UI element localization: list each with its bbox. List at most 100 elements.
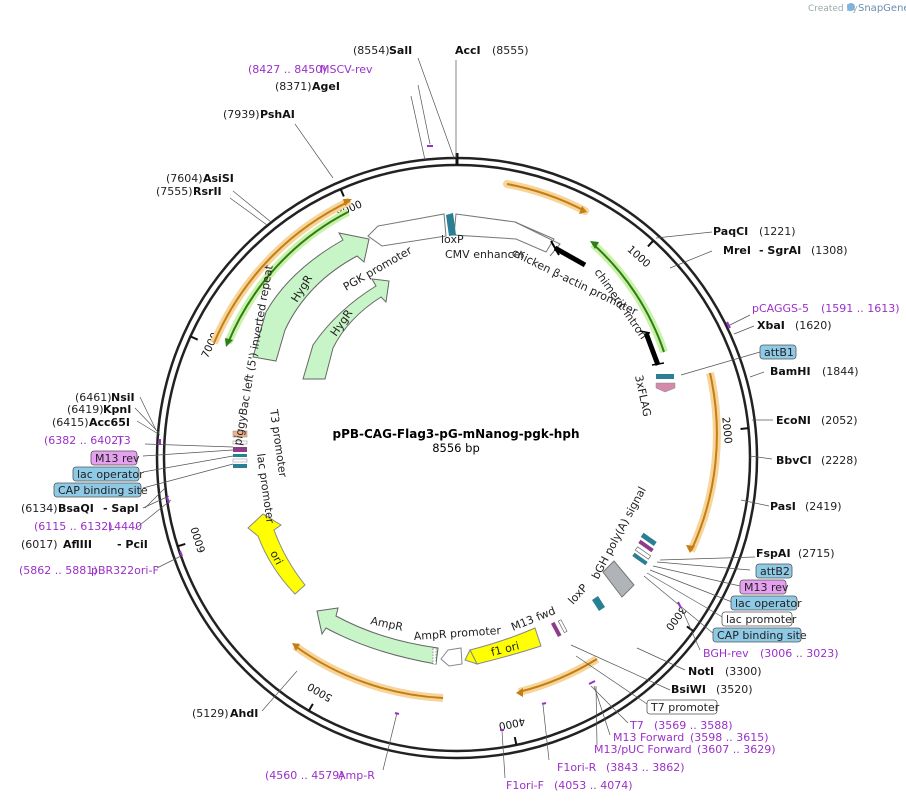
inner-features [232,213,676,667]
label-ampr-promoter: AmpR promoter [413,624,502,643]
box-attb1: attB1 [764,346,794,359]
label-ampr: AmpR [369,614,404,634]
leader-lines [134,57,773,779]
site-pos-paqci: (1221) [759,225,796,238]
loxp-top-marker [446,213,456,236]
primer-f1ori-f: F1ori-F [506,779,544,792]
site-bbvci: BbvCI [776,454,812,467]
primer-range-t7: (3569 .. 3588) [654,719,733,732]
site-pos-fspai: (2715) [798,547,835,560]
label-loxp-bottom: loxP [566,581,591,607]
plasmid-name: pPB-CAG-Flag3-pG-mNanog-pgk-hph [332,427,579,441]
site-pos-acc65i: (6415) [52,416,89,429]
site-pos-afliii: (6017) [21,538,58,551]
site-pos-ahdi: (5129) [192,707,229,720]
site-bamhi: BamHI [770,365,811,378]
watermark-prefix: Created by [808,4,858,14]
site-pos-asisi: (7604) [166,172,203,185]
site-pos-bsiwi: (3520) [716,683,753,696]
primer-range-f1ori-r: (3843 .. 3862) [606,761,685,774]
primer-range-m13-puc: (3607 .. 3629) [697,743,776,756]
site-pos-noti: (3300) [725,665,762,678]
primer-range-l4440: (6115 .. 6132) [34,520,113,533]
site-pcii: - PciI [117,538,148,551]
site-sgrai: - SgrAI [759,244,801,257]
green-arcs [224,208,668,354]
primer-range-pcaggs: (1591 .. 1613) [821,302,900,315]
scale-tick [339,188,345,197]
primer-marks [159,145,731,731]
scale-tick-label: 1000 [625,243,653,270]
primer-amp-r: Amp-R [338,769,375,782]
primer-t3: T3 [116,434,131,447]
box-m13-rev-left: M13 rev [95,452,140,465]
snapgene-logo-icon [847,3,855,11]
site-pos-sgrai: (1308) [811,244,848,257]
box-cap-left: CAP binding site [58,484,148,497]
site-pos-pasi: (2419) [805,500,842,513]
box-t7-promoter: T7 promoter [650,701,720,714]
scale-tick-label: 6000 [189,525,209,554]
box-m13-rev-right: M13 rev [744,581,789,594]
scale-tick [177,542,186,548]
site-pos-xbai: (1620) [795,319,832,332]
site-pshai: PshAI [260,108,295,121]
site-kpni: KpnI [103,403,131,416]
site-nsii: NsiI [111,391,135,404]
site-acci: AccI [455,44,481,57]
site-pos-acci: (8555) [492,44,529,57]
primer-range-amp-r: (4560 .. 4579) [265,769,344,782]
primer-range-m13-forward: (3598 .. 3615) [690,731,769,744]
site-econi: EcoNI [776,414,811,427]
orf-arcs [210,180,721,702]
site-xbai: XbaI [757,319,785,332]
scale-tick [686,625,694,632]
site-fspai: FspAI [756,547,791,560]
box-lac-operator-left: lac operator [77,468,144,481]
site-pos-rsrii: (7555) [156,185,193,198]
site-bsaqi: BsaQI [58,502,94,515]
site-labels: (8554) SalI AccI (8555) (8427 .. 8450) M… [19,44,900,792]
label-ori: ori [267,548,285,567]
site-acc65i: Acc65I [89,416,130,429]
site-sali: SalI [389,44,412,57]
site-agei: AgeI [312,80,340,93]
watermark-brand: SnapGene [858,3,906,14]
primer-m13-forward: M13 Forward [613,731,684,744]
primer-range-t3: (6382 .. 6402) [44,434,123,447]
scale-tick [513,736,518,746]
boxed-labels: attB1 attB2 M13 rev lac operator lac pro… [53,344,807,715]
site-ahdi: AhdI [230,707,258,720]
site-pos-sali: (8554) [353,44,390,57]
site-pos-bbvci: (2228) [821,454,858,467]
site-pos-bamhi: (1844) [822,365,859,378]
primer-pbr322: pBR322ori-F [91,564,159,577]
site-paqci: PaqCI [713,225,748,238]
site-pos-pshai: (7939) [223,108,260,121]
scale-tick-label: 5000 [305,680,334,704]
primer-pcaggs: pCAGGS-5 [752,302,809,315]
site-noti: NotI [688,665,714,678]
site-pos-agei: (8371) [275,80,312,93]
site-sapi: - SapI [103,502,139,515]
label-cmv-enhancer: CMV enhancer [445,248,525,261]
scale-tick-label: 3000 [663,604,688,633]
primer-f1ori-r: F1ori-R [557,761,597,774]
label-lac-promoter: lac promoter [254,453,277,525]
scale-tick [647,239,655,248]
label-3xflag: 3xFLAG [632,374,653,418]
site-pos-bsaqi: (6134) [21,502,58,515]
plasmid-size: 8556 bp [432,441,480,455]
site-pasi: PasI [770,500,796,513]
primer-bgh-rev: BGH-rev [703,647,749,660]
primer-range-mscv: (8427 .. 8450) [248,63,327,76]
primer-mscv: MSCV-rev [320,63,373,76]
primer-m13-puc: M13/pUC Forward [594,743,692,756]
scale-tick [307,703,314,712]
primer-range-f1ori-f: (4053 .. 4074) [554,779,633,792]
site-srei: MreI [723,244,751,257]
primer-l4440: L4440 [108,520,142,533]
scale-tick [190,335,199,341]
box-cap-right: CAP binding site [717,629,807,642]
